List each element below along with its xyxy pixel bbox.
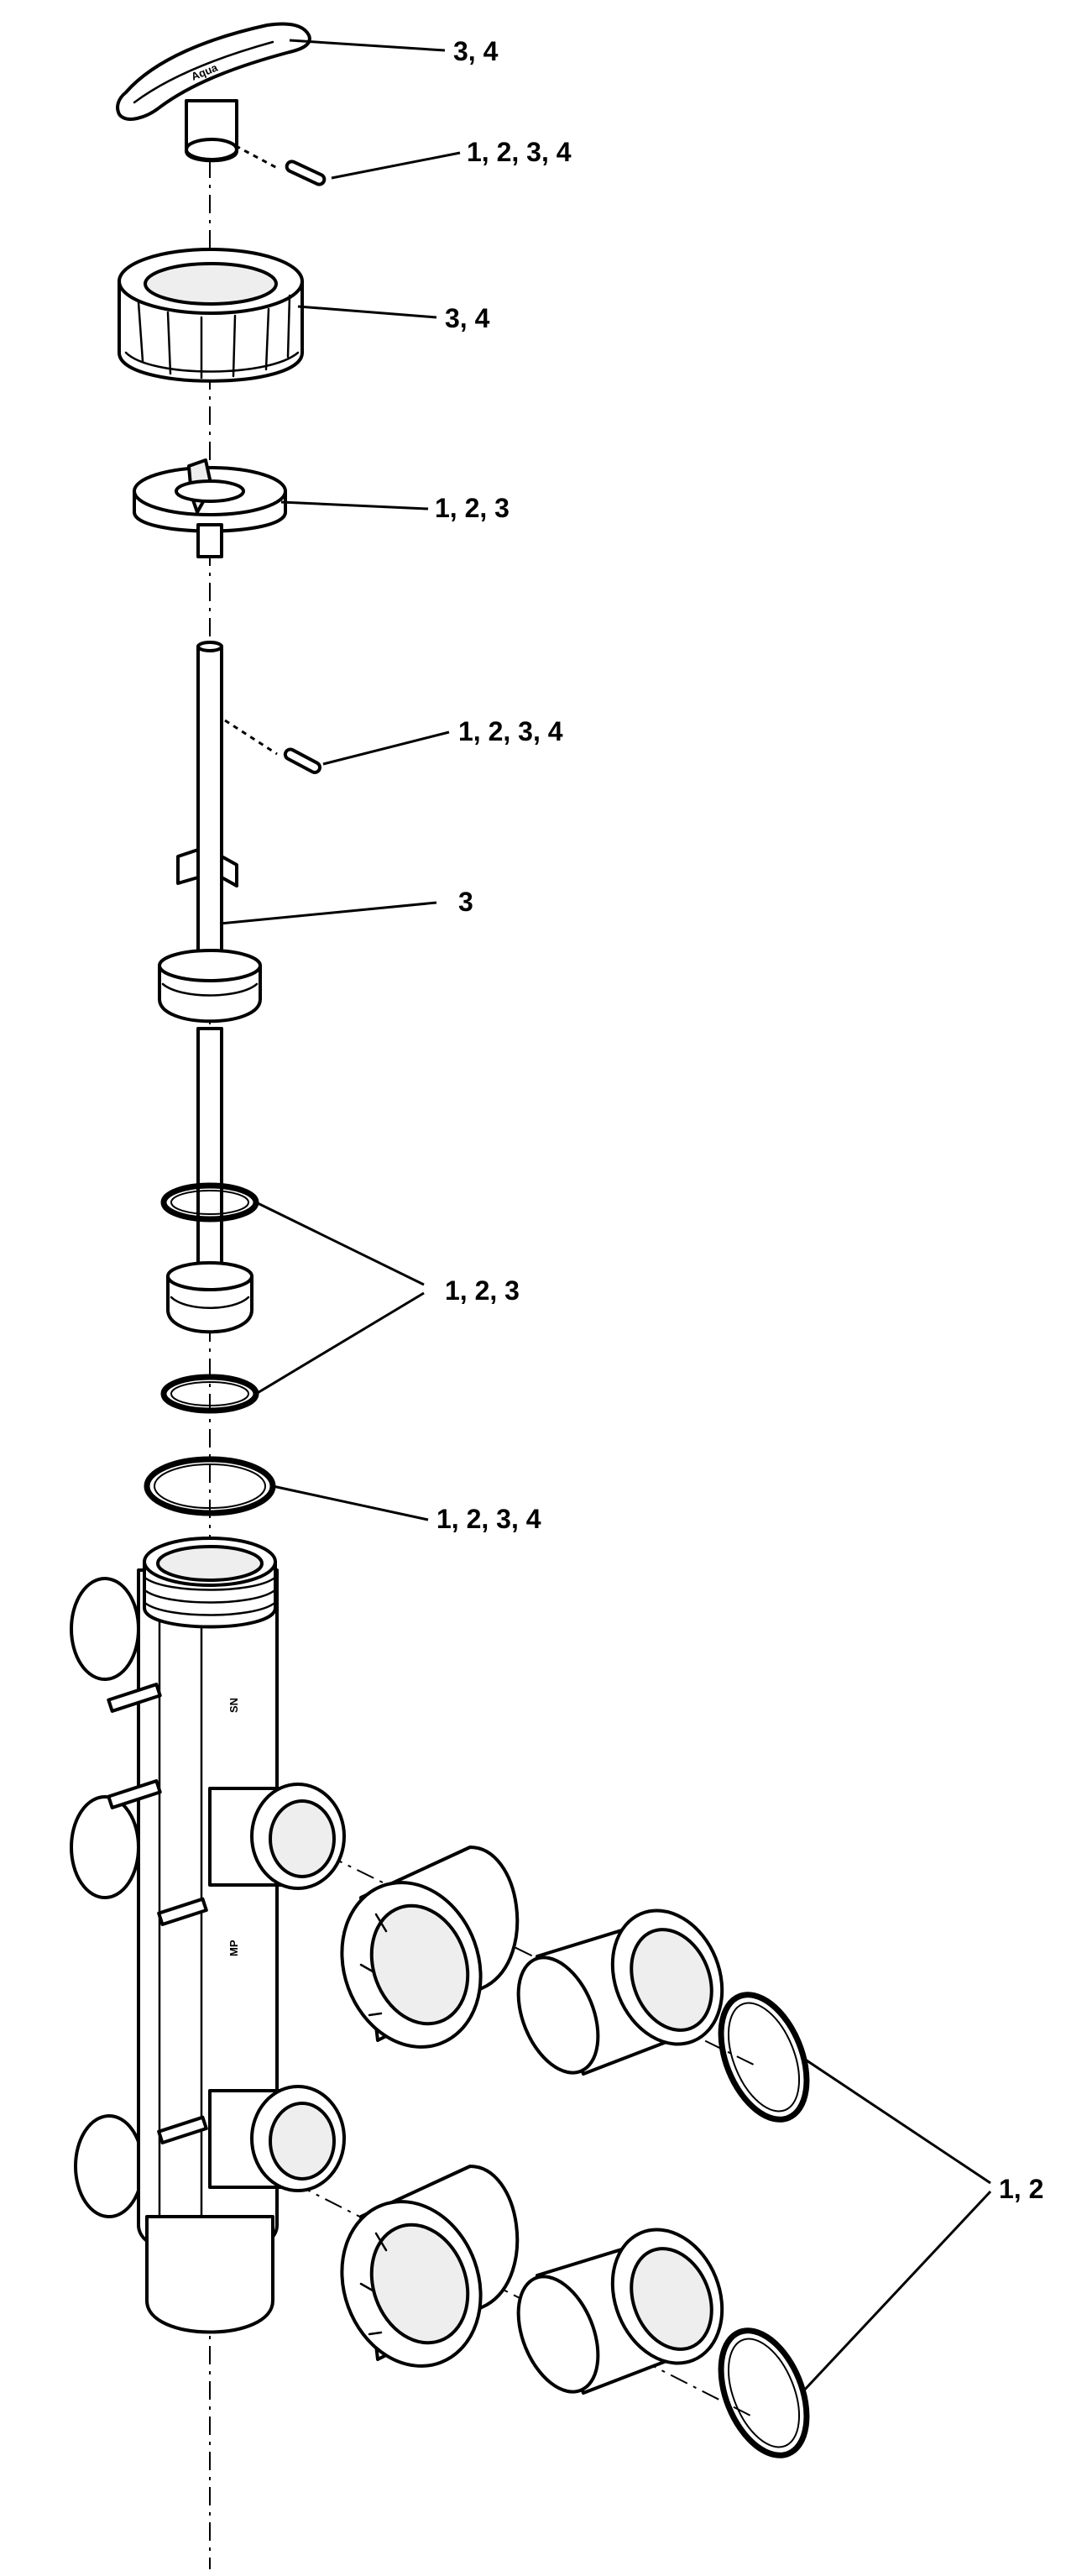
top-nut — [118, 248, 304, 383]
callout-handle: 3, 4 — [453, 36, 499, 66]
lower-union-oring — [718, 2327, 810, 2458]
shaft-pin — [224, 719, 322, 774]
callout-body-o-ring: 1, 2, 3, 4 — [436, 1504, 541, 1534]
shaft — [158, 641, 262, 1334]
leader-lines — [219, 39, 992, 2395]
body-marking-1: SN — [227, 1698, 240, 1713]
lower-union-tailpiece — [516, 2228, 724, 2395]
callout-shaft-pin: 1, 2, 3, 4 — [458, 716, 563, 746]
handle: Aqua — [116, 22, 311, 163]
callout-labels: 3, 4 1, 2, 3, 4 3, 4 1, 2, 3 1, 2, 3, 4 … — [435, 36, 1043, 2204]
callout-o-rings: 1, 2, 3 — [445, 1275, 520, 1306]
handle-pin — [226, 139, 327, 186]
upper-union-oring — [718, 1992, 810, 2123]
top-cap — [133, 458, 287, 558]
lower-union-nut — [340, 2165, 520, 2368]
callout-top-nut: 3, 4 — [445, 303, 490, 333]
upper-union-nut — [340, 1846, 520, 2049]
callout-top-cap: 1, 2, 3 — [435, 493, 510, 523]
upper-union-tailpiece — [516, 1908, 724, 2076]
body-marking-2: MP — [227, 1940, 240, 1956]
callout-union-o-rings: 1, 2 — [999, 2174, 1043, 2204]
callout-shaft: 3 — [458, 887, 473, 917]
callout-handle-pin: 1, 2, 3, 4 — [467, 137, 572, 167]
valve-body: SN MP — [70, 1537, 346, 2334]
